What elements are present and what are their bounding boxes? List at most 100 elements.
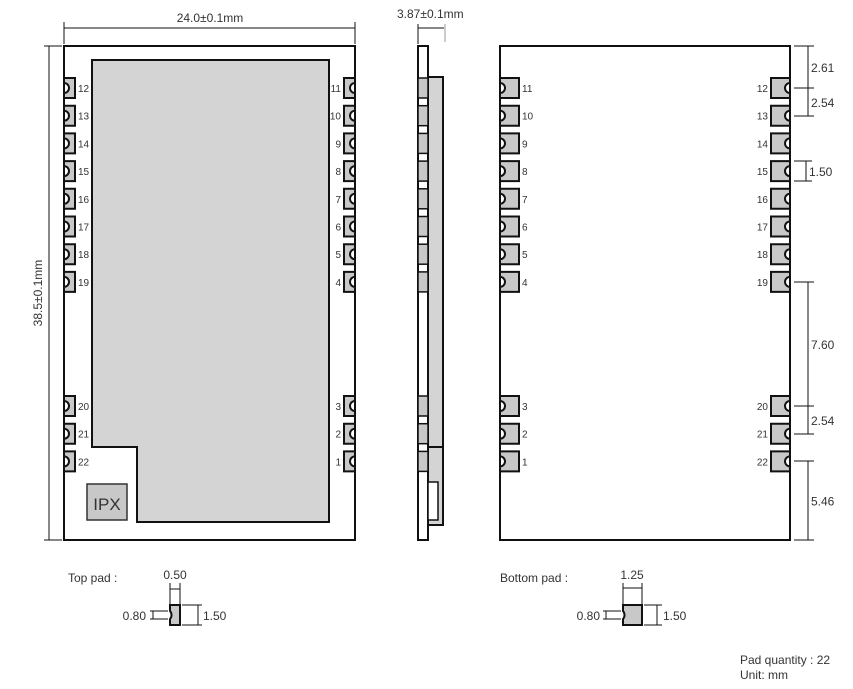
pin-label: 10 xyxy=(522,112,534,123)
top-pad-shape xyxy=(169,604,181,626)
bottom-pad-shape xyxy=(622,604,643,626)
bottom-pad-label: Bottom pad : xyxy=(500,571,568,585)
side-pad xyxy=(417,215,429,238)
pin-label: 19 xyxy=(78,278,90,289)
pin-label: 1 xyxy=(522,457,528,468)
pin-label: 6 xyxy=(522,223,528,234)
pad-22 xyxy=(770,450,791,473)
pad-20 xyxy=(63,395,76,417)
pin-label: 7 xyxy=(335,195,341,206)
side-pad xyxy=(417,104,429,127)
pad-6 xyxy=(343,215,356,238)
pin-label: 6 xyxy=(335,223,341,234)
ipx-label: IPX xyxy=(93,495,120,514)
pad-11 xyxy=(343,77,356,99)
pin-label: 5 xyxy=(335,250,341,261)
dim-value: 1.50 xyxy=(809,165,833,179)
pad-5 xyxy=(499,243,520,266)
pin-label: 15 xyxy=(78,167,90,178)
pad-8 xyxy=(343,160,356,183)
pad-16 xyxy=(63,187,76,210)
pin-label: 9 xyxy=(335,139,341,150)
pin-label: 16 xyxy=(757,195,769,206)
pin-label: 14 xyxy=(757,139,769,150)
pin-label: 1 xyxy=(335,457,341,468)
dim-value: 2.61 xyxy=(811,61,835,75)
pin-label: 12 xyxy=(757,84,769,95)
pad-2 xyxy=(499,422,520,445)
dim-line xyxy=(150,610,168,620)
pad-13 xyxy=(63,104,76,127)
pin-label: 20 xyxy=(78,402,90,413)
pad-21 xyxy=(770,422,791,445)
pin-label: 14 xyxy=(78,139,90,150)
pad-quantity: Pad quantity : 22 xyxy=(740,653,830,667)
pad-21 xyxy=(63,422,76,445)
bottom-pad-notch: 0.80 xyxy=(577,609,601,623)
side-pad xyxy=(417,395,429,417)
pin-label: 4 xyxy=(335,278,341,289)
pad-15 xyxy=(63,160,76,183)
top-pad-label: Top pad : xyxy=(68,571,117,585)
bottom-pad-width: 1.25 xyxy=(620,568,644,582)
pad-10 xyxy=(499,104,520,127)
side-pad xyxy=(417,160,429,182)
pad-4 xyxy=(499,270,520,293)
side-pad xyxy=(417,271,429,293)
pin-label: 19 xyxy=(757,278,769,289)
pin-label: 11 xyxy=(331,84,342,95)
dim-value: 2.54 xyxy=(811,96,835,110)
side-pad xyxy=(417,450,429,473)
height-dim-label: 38.5±0.1mm xyxy=(31,260,45,327)
pad-20 xyxy=(770,395,791,417)
top-view: 24.0±0.1mm 38.5±0.1mm IPX 12131415161718… xyxy=(31,11,356,541)
bottom-pad-height: 1.50 xyxy=(663,609,687,623)
side-pad xyxy=(417,243,429,265)
board-bottom-outline xyxy=(499,45,791,541)
pin-label: 4 xyxy=(522,278,528,289)
pad-10 xyxy=(343,104,356,127)
dim-line xyxy=(182,604,202,626)
pad-14 xyxy=(770,132,791,155)
side-pad xyxy=(417,132,429,155)
pad-5 xyxy=(343,243,356,266)
pin-label: 17 xyxy=(78,223,90,234)
pin-label: 21 xyxy=(78,430,90,441)
pad-19 xyxy=(770,270,791,293)
thickness-dim-label: 3.87±0.1mm xyxy=(397,7,464,21)
pad-15 xyxy=(770,160,791,183)
top-pad-height: 1.50 xyxy=(203,609,227,623)
pad-7 xyxy=(343,187,356,210)
pad-13 xyxy=(770,104,791,127)
pad-9 xyxy=(343,132,356,155)
shield-can xyxy=(91,59,330,523)
pad-16 xyxy=(770,187,791,210)
pad-19 xyxy=(63,270,76,293)
pin-label: 10 xyxy=(330,112,342,123)
pin-label: 7 xyxy=(522,195,528,206)
pin-label: 8 xyxy=(522,167,528,178)
pin-label: 16 xyxy=(78,195,90,206)
pin-label: 17 xyxy=(757,223,769,234)
dim-line xyxy=(603,610,621,620)
width-dim-label: 24.0±0.1mm xyxy=(177,11,244,25)
pin-label: 15 xyxy=(757,167,769,178)
pad-9 xyxy=(499,132,520,155)
pin-label: 18 xyxy=(757,250,769,261)
side-pad xyxy=(417,77,429,99)
pad-22 xyxy=(63,450,76,473)
side-pad xyxy=(417,422,429,445)
pad-17 xyxy=(63,215,76,238)
side-ipx-connector xyxy=(427,481,439,521)
pin-label: 9 xyxy=(522,139,528,150)
pin-label: 3 xyxy=(335,402,341,413)
top-pad-notch: 0.80 xyxy=(123,609,147,623)
pin-label: 13 xyxy=(78,112,90,123)
pad-3 xyxy=(499,395,520,417)
side-view: 3.87±0.1mm xyxy=(397,7,464,541)
pad-1 xyxy=(343,450,356,473)
dim-value: 2.54 xyxy=(811,414,835,428)
pad-12 xyxy=(770,77,791,99)
